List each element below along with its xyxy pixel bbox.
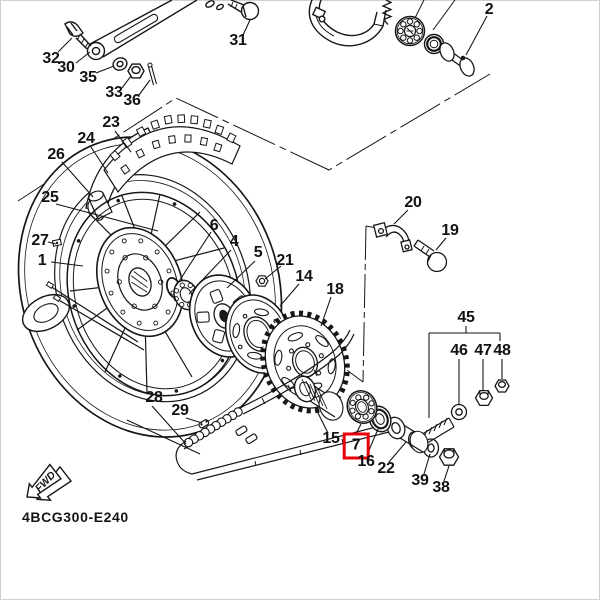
spoke-nipple-27-drawing xyxy=(51,238,63,247)
adjuster-group-drawing xyxy=(428,326,510,421)
axle-group-drawing xyxy=(293,375,460,466)
washer-46-drawing xyxy=(450,403,468,421)
bearing-7-drawing xyxy=(346,389,378,425)
bolt-32-drawing xyxy=(64,21,92,50)
bolt-31-drawing xyxy=(227,0,260,21)
chain-clip-29-drawing xyxy=(198,419,210,429)
rim-drawing xyxy=(66,191,242,397)
nut-38-drawing xyxy=(438,448,460,466)
nut-47-drawing xyxy=(474,389,494,407)
collar-2-drawing xyxy=(439,42,475,77)
clamp-20-drawing xyxy=(372,221,413,253)
diagram-code: 4BCG300-E240 xyxy=(22,509,129,525)
sprocket-18-drawing xyxy=(260,310,350,414)
nut-33-drawing xyxy=(127,63,145,79)
leader-lines xyxy=(47,15,488,482)
chain-drawing xyxy=(175,329,394,481)
brake-rod-assembly xyxy=(64,0,260,86)
collar-22-drawing xyxy=(386,416,429,454)
bracket-45 xyxy=(428,326,503,418)
tread-segment-drawing xyxy=(103,114,241,194)
brake-shoe-assembly xyxy=(308,0,387,47)
washer-35-drawing xyxy=(112,57,128,71)
rim-section-drawing xyxy=(21,293,71,333)
boss-15-drawing xyxy=(293,375,344,421)
cotter-pin-36-drawing xyxy=(147,62,158,86)
hub-drawing xyxy=(95,226,185,338)
spring-drawing xyxy=(381,0,393,25)
wheel-drawing xyxy=(17,114,283,455)
wheel-bearing-drawing xyxy=(394,15,426,47)
nut-48-drawing xyxy=(494,379,510,393)
bolt-19-drawing xyxy=(413,239,448,273)
fwd-arrow: FWD xyxy=(26,463,73,502)
